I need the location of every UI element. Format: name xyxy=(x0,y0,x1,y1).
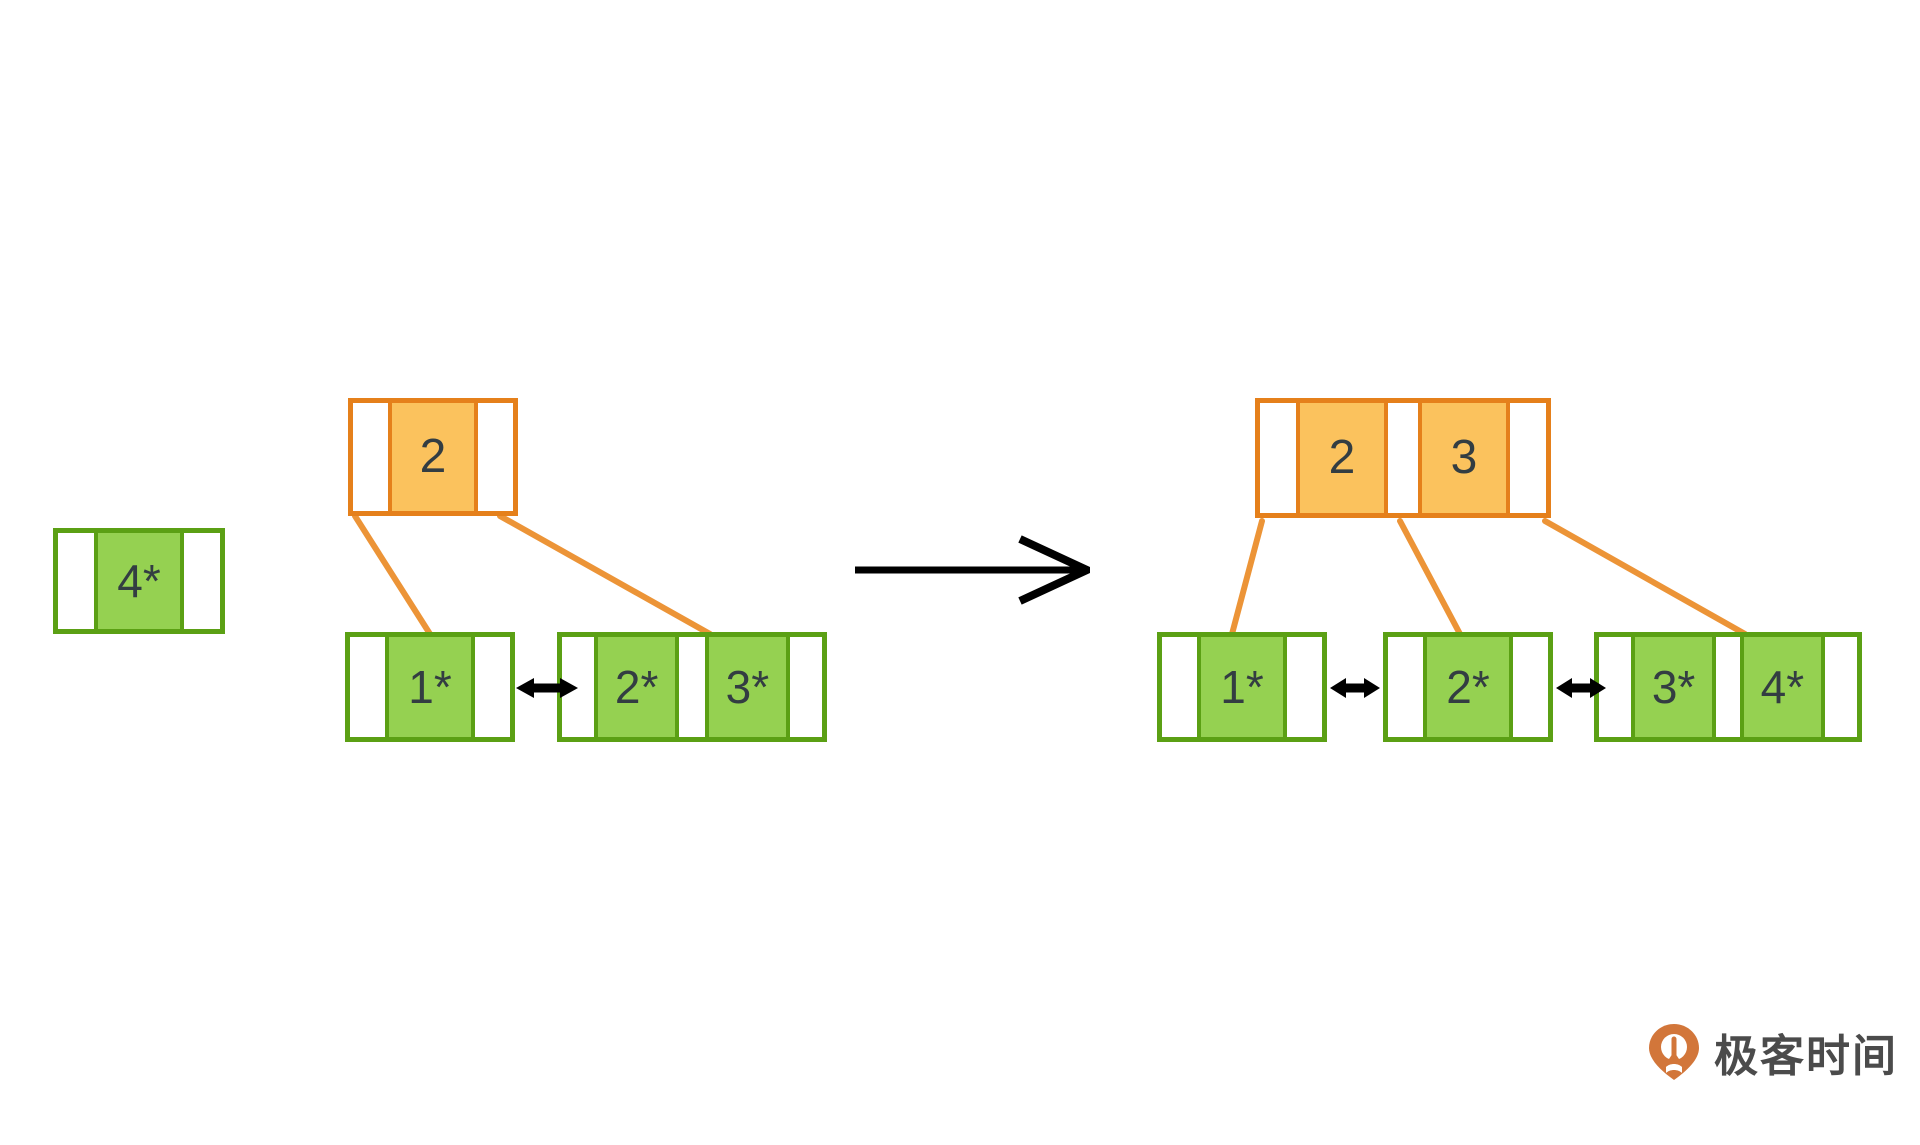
cell-key: 3* xyxy=(704,637,790,737)
cell-key: 3* xyxy=(1631,637,1717,737)
cell-pointer xyxy=(679,637,705,737)
cell-pointer xyxy=(1824,637,1857,737)
cell-key: 3 xyxy=(1418,403,1510,513)
after-leaf-node-1[interactable]: 1* xyxy=(1157,632,1327,742)
cell-key: 2* xyxy=(594,637,680,737)
pointer-line-after-1 xyxy=(1229,518,1265,637)
watermark-text: 极客时间 xyxy=(1714,1032,1898,1081)
cell-key: 1* xyxy=(1197,637,1287,737)
cell-pointer xyxy=(58,533,94,629)
cell-pointer xyxy=(478,403,513,511)
key-label: 3* xyxy=(725,661,770,713)
cell-pointer xyxy=(1388,637,1423,737)
key-label: 3* xyxy=(1651,661,1696,713)
cell-pointer xyxy=(1260,403,1296,513)
sibling-link-arrow xyxy=(1556,678,1606,698)
cell-key: 4* xyxy=(94,533,184,629)
geektime-logo-icon xyxy=(1649,1024,1699,1080)
cell-pointer xyxy=(350,637,385,737)
cell-pointer xyxy=(1510,403,1546,513)
sibling-link-arrow xyxy=(516,678,578,698)
after-leaf-node-2[interactable]: 2* xyxy=(1383,632,1553,742)
cell-pointer xyxy=(1162,637,1197,737)
cell-pointer xyxy=(1287,637,1322,737)
key-label: 2* xyxy=(614,661,659,713)
before-leaf-node-1[interactable]: 1* xyxy=(345,632,515,742)
key-label: 2 xyxy=(1328,431,1356,484)
cell-pointer xyxy=(353,403,388,511)
pointer-line-after-2 xyxy=(1397,518,1463,637)
sibling-link-arrow xyxy=(1330,678,1380,698)
cell-key: 2 xyxy=(1296,403,1388,513)
before-leaf-node-2[interactable]: 2* 3* xyxy=(557,632,827,742)
cell-pointer xyxy=(1513,637,1548,737)
cell-pointer xyxy=(475,637,510,737)
key-label: 3 xyxy=(1450,431,1478,484)
key-label: 2 xyxy=(419,430,447,483)
after-internal-node[interactable]: 2 3 xyxy=(1255,398,1551,518)
cell-pointer xyxy=(789,637,822,737)
watermark: 极客时间 xyxy=(1648,1020,1898,1084)
pointer-line-before-1 xyxy=(352,513,433,637)
key-label: 4* xyxy=(117,555,161,607)
transition-arrow xyxy=(855,535,1090,605)
cell-pointer xyxy=(1716,637,1740,737)
after-leaf-node-3[interactable]: 3* 4* xyxy=(1594,632,1862,742)
key-label: 1* xyxy=(408,661,452,713)
cell-key: 1* xyxy=(385,637,475,737)
cell-key: 2 xyxy=(388,403,478,511)
cell-pointer xyxy=(184,533,220,629)
key-label: 4* xyxy=(1760,661,1805,713)
pointer-line-after-3 xyxy=(1542,518,1748,637)
key-label: 2* xyxy=(1446,661,1490,713)
cell-pointer xyxy=(1388,403,1418,513)
pointer-line-before-2 xyxy=(497,513,713,637)
cell-key: 2* xyxy=(1423,637,1513,737)
before-internal-node[interactable]: 2 xyxy=(348,398,518,516)
inserted-record-node[interactable]: 4* xyxy=(53,528,225,634)
cell-key: 4* xyxy=(1739,637,1825,737)
key-label: 1* xyxy=(1220,661,1264,713)
